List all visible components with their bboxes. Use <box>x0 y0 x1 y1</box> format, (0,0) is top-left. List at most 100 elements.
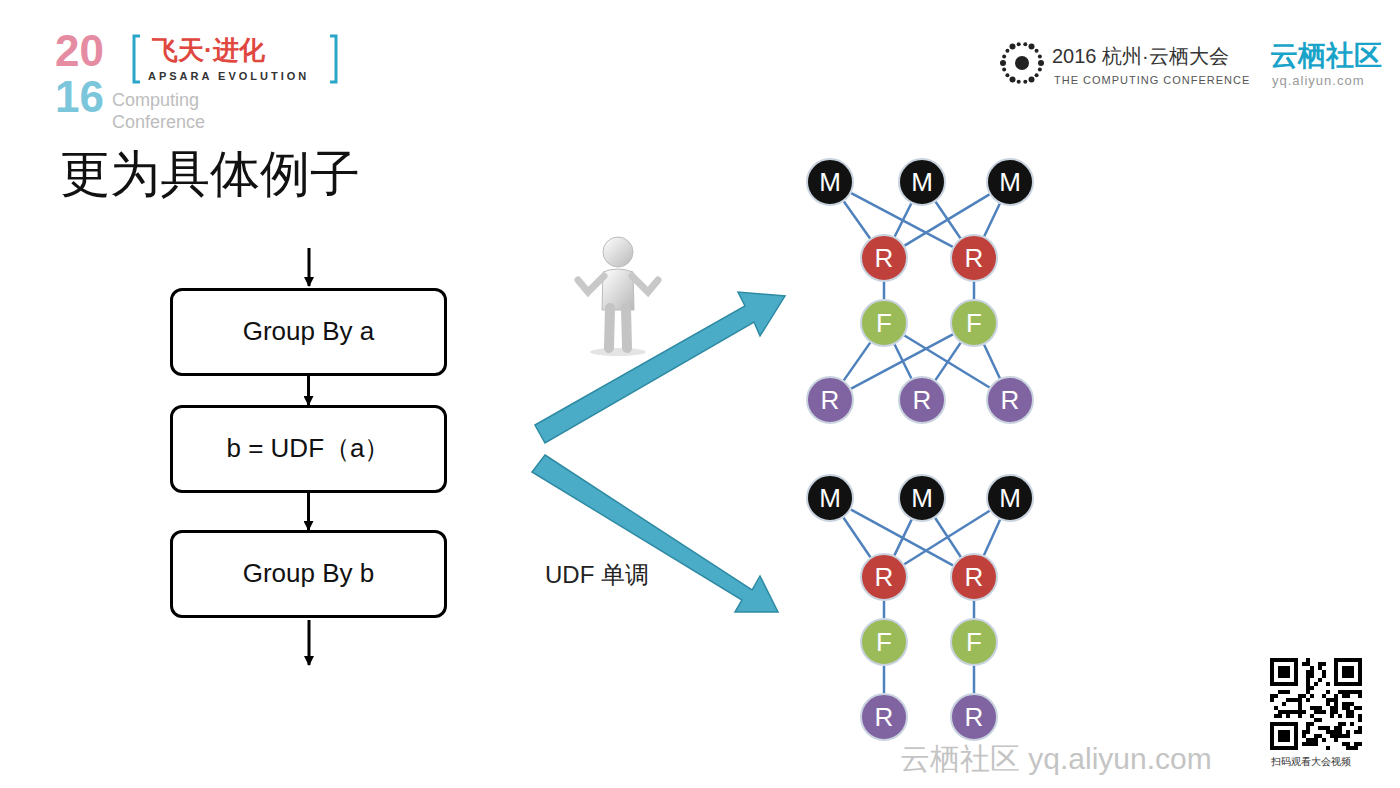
qr-module <box>1302 730 1306 734</box>
qr-module <box>1302 734 1306 738</box>
qr-module <box>1282 710 1286 714</box>
community-url: yq.aliyun.com <box>1272 74 1364 89</box>
task-circle: R <box>950 693 998 741</box>
qr-module <box>1270 694 1274 698</box>
task-circle: F <box>860 618 908 666</box>
qr-module <box>1346 742 1350 746</box>
qr-module <box>1306 738 1310 742</box>
task-circle: R <box>898 376 946 424</box>
qr-module <box>1358 718 1362 722</box>
qr-module <box>1358 706 1362 710</box>
node-text-group: R <box>821 385 840 416</box>
qr-module <box>1314 682 1318 686</box>
icon-dot <box>1029 44 1035 50</box>
node-text-group: R <box>913 385 932 416</box>
logo-faded-text: Conference <box>112 112 205 133</box>
qr-module <box>1318 706 1322 710</box>
qr-module <box>1346 734 1350 738</box>
qr-module <box>1318 666 1322 670</box>
qr-module <box>1346 694 1350 698</box>
task-circle: R <box>950 553 998 601</box>
connector <box>984 204 999 237</box>
task-circle: M <box>806 158 854 206</box>
task-circle: R <box>860 234 908 282</box>
qr-module <box>1274 694 1278 698</box>
connector <box>844 518 871 557</box>
qr-module <box>1358 730 1362 734</box>
node-label: M <box>819 167 841 198</box>
node-text-group: b = UDF（a） <box>227 432 391 466</box>
qr-finder <box>1334 658 1362 686</box>
connector <box>307 493 310 530</box>
qr-module <box>1298 706 1302 710</box>
node-text-group: R <box>875 562 894 593</box>
qr-module <box>1302 742 1306 746</box>
qr-caption: 扫码观看大会视频 <box>1271 756 1351 768</box>
qr-module <box>1326 690 1330 694</box>
qr-module <box>1354 730 1358 734</box>
qr-module <box>1330 710 1334 714</box>
node-text-group: Group By a <box>243 315 375 349</box>
qr-module <box>1346 730 1350 734</box>
node-label: R <box>821 385 840 416</box>
qr-module <box>1350 710 1354 714</box>
qr-module <box>1346 706 1350 710</box>
icon-dot <box>1010 76 1016 82</box>
qr-module <box>1318 662 1322 666</box>
qr-module <box>1338 714 1342 718</box>
qr-module <box>1302 710 1306 714</box>
qr-module <box>1286 710 1290 714</box>
node-label: Group By b <box>243 557 375 591</box>
qr-module <box>1318 710 1322 714</box>
process-box: b = UDF（a） <box>170 405 447 493</box>
qr-module <box>1314 738 1318 742</box>
qr-module <box>1278 714 1282 718</box>
qr-finder <box>1270 722 1298 750</box>
teal-arrow <box>532 455 778 612</box>
icon-dot <box>1023 42 1027 46</box>
qr-module <box>1306 742 1310 746</box>
qr-module <box>1338 722 1342 726</box>
teal-arrow <box>535 292 785 443</box>
qr-finder <box>1278 730 1290 742</box>
qr-module <box>1330 714 1334 718</box>
process-box: Group By a <box>170 288 447 376</box>
conference-subtitle: THE COMPUTING CONFERENCE <box>1054 74 1250 87</box>
logo-year: 16 <box>55 72 104 123</box>
qr-module <box>1306 722 1310 726</box>
node-label: R <box>965 243 984 274</box>
node-text-group: R <box>965 243 984 274</box>
qr-module <box>1334 702 1338 706</box>
qr-module <box>1354 746 1358 750</box>
qr-module <box>1354 706 1358 710</box>
task-circle: F <box>950 299 998 347</box>
node-label: F <box>966 627 982 658</box>
qr-module <box>1322 674 1326 678</box>
qr-module <box>1346 690 1350 694</box>
logo-title: 飞天·进化 <box>152 36 265 66</box>
node-label: b = UDF（a） <box>227 432 391 466</box>
qr-module <box>1358 694 1362 698</box>
connector <box>307 376 310 405</box>
logo-bracket <box>134 36 140 82</box>
node-text-group: R <box>875 243 894 274</box>
qr-module <box>1298 698 1302 702</box>
qr-finder <box>1338 662 1358 682</box>
qr-module <box>1342 706 1346 710</box>
node-label: R <box>875 702 894 733</box>
qr-module <box>1318 734 1322 738</box>
qr-module <box>1342 702 1346 706</box>
qr-module <box>1342 722 1346 726</box>
qr-module <box>1334 710 1338 714</box>
node-text-group: F <box>876 627 892 658</box>
qr-module <box>1306 674 1310 678</box>
qr-module <box>1314 710 1318 714</box>
qr-finder <box>1274 726 1294 746</box>
icon-dot <box>1029 76 1035 82</box>
task-circle: F <box>860 299 908 347</box>
icon-dot <box>1017 42 1021 46</box>
node-text-group: R <box>1001 385 1020 416</box>
qr-finder <box>1278 666 1290 678</box>
node-text-group: F <box>876 308 892 339</box>
qr-module <box>1350 690 1354 694</box>
